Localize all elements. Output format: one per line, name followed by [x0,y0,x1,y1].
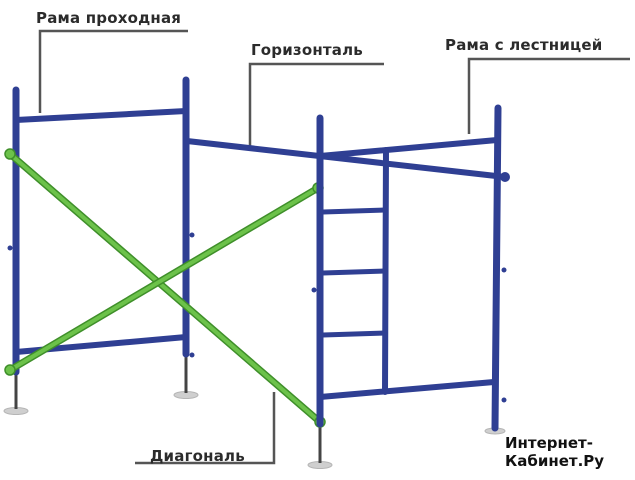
leader-line-horizontal [248,62,384,147]
label-frame-pass: Рама проходная [36,9,182,27]
ladder-frame-bottom-rail [317,379,497,400]
ladder-rung [320,268,388,276]
ladder-frame [317,104,502,432]
leader-line-diagonal [135,392,276,465]
post-pin [311,287,317,293]
ladder-rung [320,207,388,215]
horizontal-brace [184,138,508,180]
post-pins [7,232,507,403]
base-plates [3,391,506,469]
diagonal-braces [4,148,326,428]
diagonal-brace-end [4,364,16,376]
label-frame-ladder: Рама с лестницей [445,36,603,54]
ladder-rung [320,330,388,338]
post-pin [7,245,13,251]
label-horizontal: Горизонталь [251,41,363,59]
leader-line-frame-ladder [467,57,630,134]
post-pin [501,267,507,273]
diagonal-brace [8,152,322,424]
ladder-frame-post-right [491,104,502,432]
post-pin [189,232,195,238]
pass-frame [12,76,190,376]
horizontal-brace-end [500,172,510,182]
diagonal-brace-end [4,148,16,160]
post-pin [189,352,195,358]
leader-lines [38,29,630,465]
label-diagonal: Диагональ [150,447,245,465]
leader-line-frame-pass [38,29,188,113]
post-pin [501,397,507,403]
watermark-line-2: Кабинет.Ру [505,452,605,470]
diagonal-brace [8,186,320,372]
pass-frame-top-rail [13,108,189,123]
watermark-line-1: Интернет- [505,434,593,452]
ladder-frame-top-rail [317,137,500,159]
